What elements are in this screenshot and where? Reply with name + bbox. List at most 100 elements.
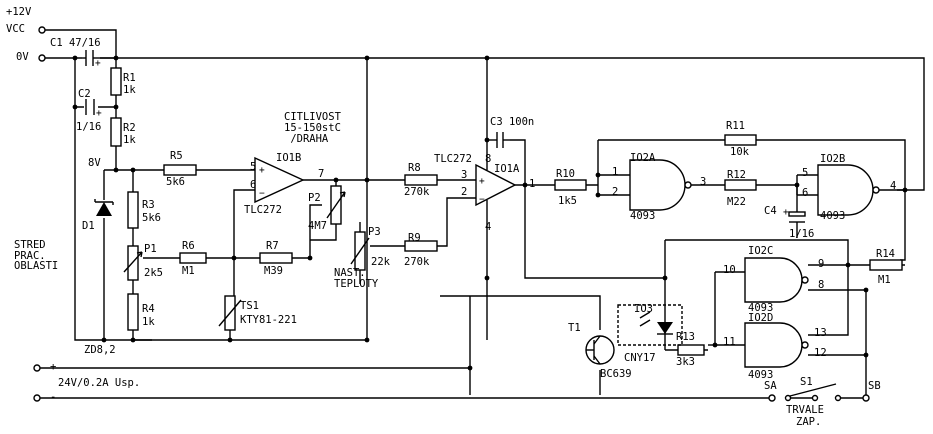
label-d1: D1	[82, 220, 95, 232]
label-r2: R2	[123, 122, 136, 134]
svg-text:+: +	[95, 58, 101, 69]
svg-text:+: +	[259, 165, 265, 176]
pin-io2c-9: 9	[818, 258, 825, 270]
pin-io1a-2: 2	[461, 186, 468, 198]
label-r7: R7	[266, 240, 279, 252]
label-r5-value: 5k6	[166, 176, 185, 188]
label-r2-value: 1k	[123, 134, 136, 146]
label-plus: +	[50, 361, 57, 373]
label-stred: STRED PRAC. OBLASTI	[14, 239, 59, 272]
svg-text:+: +	[96, 108, 102, 119]
nand-gate-io2a	[629, 159, 692, 211]
label-zd: ZD8,2	[84, 344, 116, 356]
pin-io2b-5: 5	[802, 167, 809, 179]
label-minus: -	[50, 391, 57, 403]
label-p1-value: 2k5	[144, 267, 163, 279]
resistor-r3	[127, 191, 139, 229]
zener-diode-d1	[94, 199, 114, 216]
terminals	[33, 26, 870, 402]
resistor-r5	[163, 164, 197, 176]
svg-text:+: +	[783, 207, 789, 218]
resistor-r4	[127, 293, 139, 331]
label-8v: 8V	[88, 157, 101, 169]
label-c2: C2	[78, 88, 91, 100]
label-t1: T1	[568, 322, 581, 334]
label-r7-value: M39	[264, 265, 283, 277]
label-r12: R12	[727, 169, 746, 181]
label-p2-value: 4M7	[308, 220, 327, 232]
label-s1: S1	[800, 376, 813, 388]
label-r6: R6	[182, 240, 195, 252]
label-sb: SB	[868, 380, 881, 392]
label-c3: C3 100n	[490, 116, 535, 128]
label-io2d: IO2D	[748, 312, 774, 324]
capacitor-c2: +	[85, 99, 102, 119]
label-sa: SA	[764, 380, 777, 392]
svg-text:−: −	[259, 188, 265, 199]
resistor-r1	[110, 67, 122, 96]
pin-io2a-1: 1	[612, 166, 619, 178]
pin-io1b-5: 5	[250, 161, 257, 173]
pin-io1a-1: 1	[529, 178, 536, 190]
pin-io2c-8: 8	[818, 279, 825, 291]
resistor-r13	[677, 344, 705, 356]
nand-gate-io2b	[817, 164, 880, 216]
label-zap: ZAP.	[796, 416, 822, 428]
label-io2d-type: 4093	[748, 369, 774, 381]
opamp-io1b: + −	[254, 156, 305, 204]
label-c2-value: 1/16	[76, 121, 102, 133]
nand-gate-io2d	[744, 322, 809, 368]
label-io2a: IO2A	[630, 152, 656, 164]
label-ts1: TS1	[240, 300, 259, 312]
pin-io2c-10: 10	[723, 264, 736, 276]
transistor-t1	[585, 335, 615, 365]
resistor-r10	[554, 179, 587, 191]
switch-s1[interactable]	[784, 383, 842, 402]
pin-io2a-3: 3	[700, 176, 707, 188]
potentiometer-arrows	[123, 191, 370, 327]
label-r8: R8	[408, 162, 421, 174]
label-r3-value: 5k6	[142, 212, 161, 224]
resistor-r7	[259, 252, 293, 264]
label-r13: R13	[676, 331, 695, 343]
label-p1: P1	[144, 243, 157, 255]
label-r5: R5	[170, 150, 183, 162]
label-io2a-type: 4093	[630, 210, 656, 222]
label-c1: C1 47/16	[50, 37, 101, 49]
label-io2c: IO2C	[748, 245, 774, 257]
label-power: 24V/0.2A Usp.	[58, 377, 141, 389]
label-vcc: VCC	[6, 23, 25, 35]
label-t1-value: BC639	[600, 368, 632, 380]
optocoupler-io3	[617, 304, 683, 346]
pin-io1b-6: 6	[250, 179, 257, 191]
label-r11-value: 10k	[730, 146, 749, 158]
label-io2b: IO2B	[820, 153, 846, 165]
label-r14: R14	[876, 248, 895, 260]
resistor-r11	[724, 134, 757, 146]
label-p2: P2	[308, 192, 321, 204]
label-teploty: TEPLOTY	[334, 278, 379, 290]
label-nast: NAST.	[334, 267, 366, 279]
label-r3: R3	[142, 199, 155, 211]
label-r1: R1	[123, 72, 136, 84]
label-citlivost: CITLIVOST 15-150stC /DRAHA	[284, 111, 341, 145]
label-ts1-value: KTY81-221	[240, 314, 297, 326]
pin-io2d-12: 12	[814, 347, 827, 359]
label-io1a: IO1A	[494, 163, 520, 175]
label-io3: IO3	[634, 303, 653, 315]
label-r1-value: 1k	[123, 84, 136, 96]
label-r9-value: 270k	[404, 256, 430, 268]
svg-text:−: −	[479, 194, 485, 205]
label-r8-value: 270k	[404, 186, 430, 198]
label-trvale: TRVALE	[786, 404, 824, 416]
label-io2b-type: 4093	[820, 210, 846, 222]
label-p3: P3	[368, 226, 381, 238]
label-io1b: IO1B	[276, 152, 302, 164]
label-supply-v: +12V	[6, 6, 32, 18]
label-r4-value: 1k	[142, 316, 155, 328]
pin-io1b-7: 7	[318, 168, 325, 180]
pin-io2d-13: 13	[814, 327, 827, 339]
pin-io2b-6: 6	[802, 187, 809, 199]
